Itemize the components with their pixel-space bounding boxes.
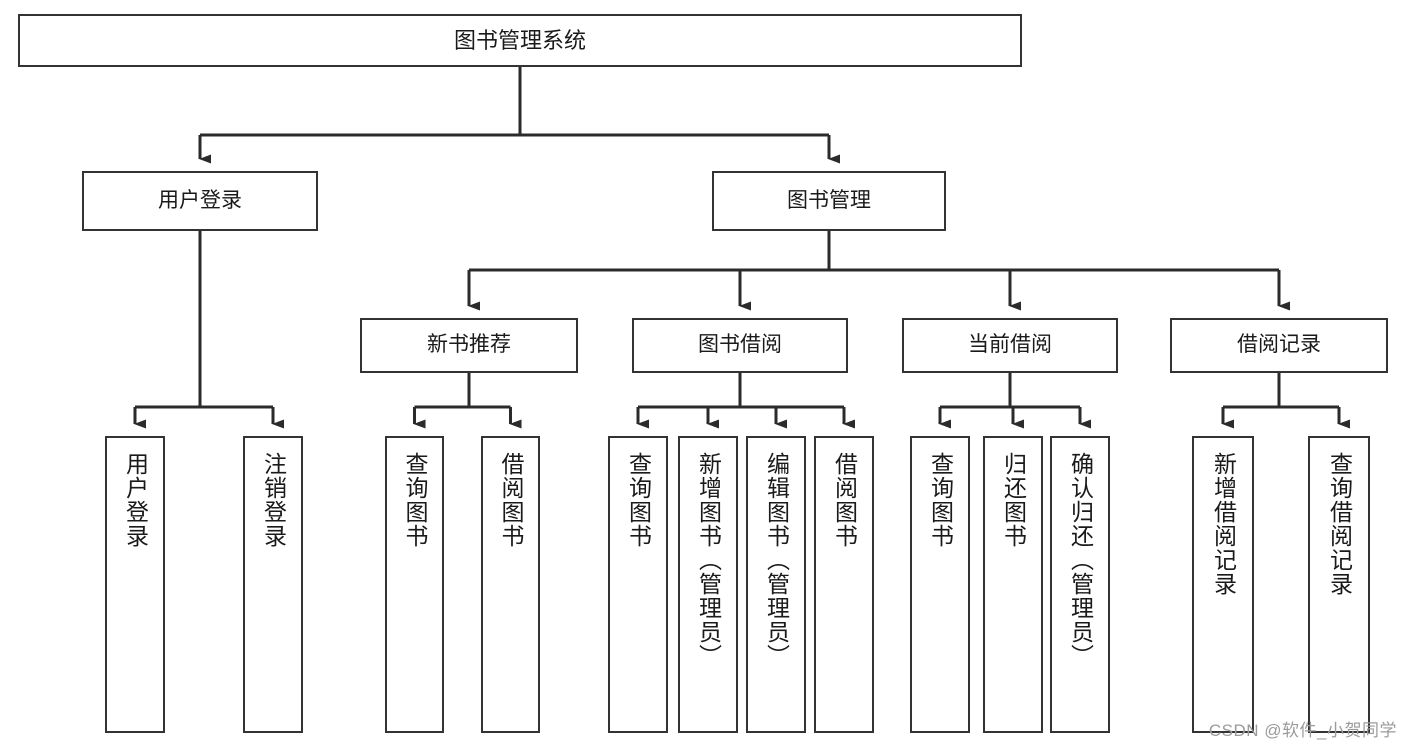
node-leaf-query-book-2[interactable]: 查询图书: [608, 436, 668, 733]
node-label: 新书推荐: [427, 333, 511, 357]
node-leaf-borrow-book-2[interactable]: 借阅图书: [814, 436, 874, 733]
node-label: 图书借阅: [698, 333, 782, 357]
node-label: 当前借阅: [968, 333, 1052, 357]
node-book-borrow[interactable]: 图书借阅: [632, 318, 848, 373]
node-leaf-add-record[interactable]: 新增借阅记录: [1192, 436, 1254, 733]
node-label: 注销登录: [260, 452, 287, 548]
node-label: 新增借阅记录: [1210, 452, 1237, 596]
node-label: 查询图书: [402, 452, 428, 548]
node-root[interactable]: 图书管理系统: [18, 14, 1022, 67]
node-label: 用户登录: [158, 188, 242, 212]
node-label: 查询图书: [625, 452, 652, 548]
node-label: 查询借阅记录: [1326, 452, 1353, 596]
node-label: 用户登录: [122, 452, 149, 548]
node-leaf-query-record[interactable]: 查询借阅记录: [1308, 436, 1370, 733]
node-leaf-return-book[interactable]: 归还图书: [983, 436, 1043, 733]
node-leaf-edit-book[interactable]: 编辑图书（管理员）: [746, 436, 806, 733]
node-label: 借阅图书: [831, 452, 858, 548]
node-label: 查询图书: [927, 452, 954, 548]
node-label: 图书管理: [787, 188, 871, 212]
node-label: 编辑图书（管理员）: [763, 452, 790, 668]
node-leaf-logout[interactable]: 注销登录: [243, 436, 303, 733]
node-leaf-borrow-book-1[interactable]: 借阅图书: [481, 436, 540, 733]
node-label: 图书管理系统: [453, 27, 586, 53]
node-label: 借阅记录: [1237, 333, 1321, 357]
node-label: 新增图书（管理员）: [695, 452, 722, 668]
node-label: 归还图书: [1000, 452, 1027, 548]
node-book-manage[interactable]: 图书管理: [712, 171, 946, 231]
node-current-borrow[interactable]: 当前借阅: [902, 318, 1118, 373]
node-leaf-confirm-return[interactable]: 确认归还（管理员）: [1050, 436, 1110, 733]
node-leaf-query-book-3[interactable]: 查询图书: [910, 436, 970, 733]
node-label: 确认归还（管理员）: [1067, 452, 1094, 668]
node-leaf-user-login[interactable]: 用户登录: [105, 436, 165, 733]
node-leaf-add-book[interactable]: 新增图书（管理员）: [678, 436, 738, 733]
node-user-login[interactable]: 用户登录: [82, 171, 318, 231]
node-borrow-record[interactable]: 借阅记录: [1170, 318, 1388, 373]
watermark-label: CSDN @软件_小贺同学: [1208, 721, 1397, 740]
node-leaf-query-book-1[interactable]: 查询图书: [385, 436, 444, 733]
node-label: 借阅图书: [498, 452, 524, 548]
node-new-book-rec[interactable]: 新书推荐: [360, 318, 578, 373]
